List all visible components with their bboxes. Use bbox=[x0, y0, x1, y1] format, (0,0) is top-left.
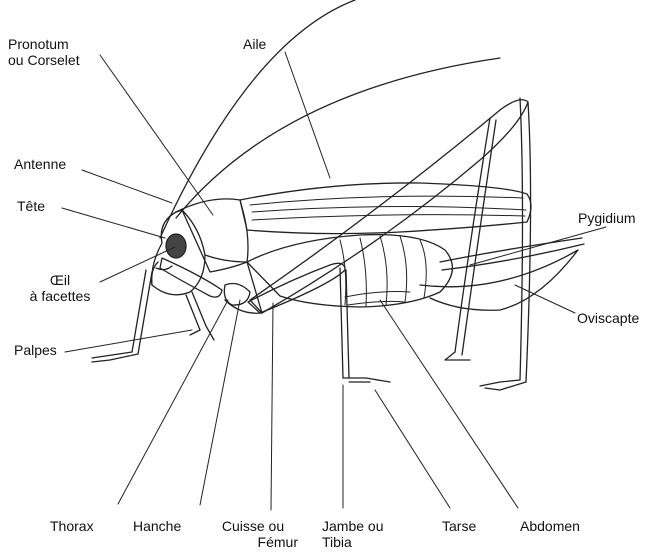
label-abdomen: Abdomen bbox=[520, 518, 580, 534]
leader-aile bbox=[285, 52, 330, 178]
compound-eye bbox=[166, 234, 186, 258]
label-pronotum-line2: ou Corselet bbox=[8, 52, 80, 68]
leader-tete bbox=[62, 208, 165, 238]
label-pronotum-line1: Pronotum bbox=[8, 36, 80, 52]
front-tarsus-1 bbox=[92, 352, 138, 362]
label-aile: Aile bbox=[243, 36, 266, 52]
hind-leg-2 bbox=[455, 118, 496, 355]
leader-palpes bbox=[65, 330, 192, 352]
label-hanche: Hanche bbox=[133, 518, 181, 534]
mid-tibia bbox=[340, 268, 349, 378]
label-pronotum: Pronotum ou Corselet bbox=[8, 36, 80, 68]
label-cuisse-line1: Cuisse ou bbox=[208, 518, 298, 534]
label-tete: Tête bbox=[17, 198, 45, 214]
label-oeil-line1: Œil bbox=[16, 272, 104, 288]
front-tibia-2 bbox=[186, 292, 206, 330]
leader-pygidium bbox=[470, 227, 606, 265]
label-oeil: Œil à facettes bbox=[16, 272, 104, 304]
leader-abdomen bbox=[380, 300, 518, 508]
label-oeil-line2: à facettes bbox=[16, 288, 104, 304]
leader-oviscapte bbox=[515, 285, 575, 313]
label-palpes: Palpes bbox=[14, 342, 57, 358]
ovipositor bbox=[420, 250, 578, 310]
hind-tibia bbox=[520, 98, 531, 382]
hind-tarsus bbox=[480, 380, 526, 390]
label-jambe: Jambe ou Tibia bbox=[322, 518, 383, 550]
leader-thorax bbox=[118, 300, 228, 504]
label-pygidium: Pygidium bbox=[578, 210, 636, 226]
mid-tarsus bbox=[343, 378, 390, 382]
label-oviscapte: Oviscapte bbox=[577, 310, 639, 326]
label-cuisse-line2: Fémur bbox=[208, 534, 298, 550]
coxa bbox=[224, 284, 250, 306]
label-thorax: Thorax bbox=[50, 518, 94, 534]
antenna-second bbox=[176, 58, 500, 218]
label-jambe-line2: Tibia bbox=[322, 534, 383, 550]
leader-pronotum bbox=[100, 55, 213, 215]
leader-tarse bbox=[375, 390, 450, 508]
leader-hanche bbox=[200, 300, 240, 505]
leader-oeil bbox=[100, 247, 175, 282]
label-tarse: Tarse bbox=[442, 518, 476, 534]
hind-leg-2-foot bbox=[445, 352, 470, 360]
leader-cuisse bbox=[271, 303, 273, 510]
pygidium bbox=[440, 238, 584, 270]
label-jambe-line1: Jambe ou bbox=[322, 518, 383, 534]
leader-antenne bbox=[82, 170, 172, 203]
front-tibia-1 bbox=[132, 270, 152, 354]
label-cuisse: Cuisse ou Fémur bbox=[208, 518, 298, 550]
label-antenne: Antenne bbox=[14, 156, 66, 172]
